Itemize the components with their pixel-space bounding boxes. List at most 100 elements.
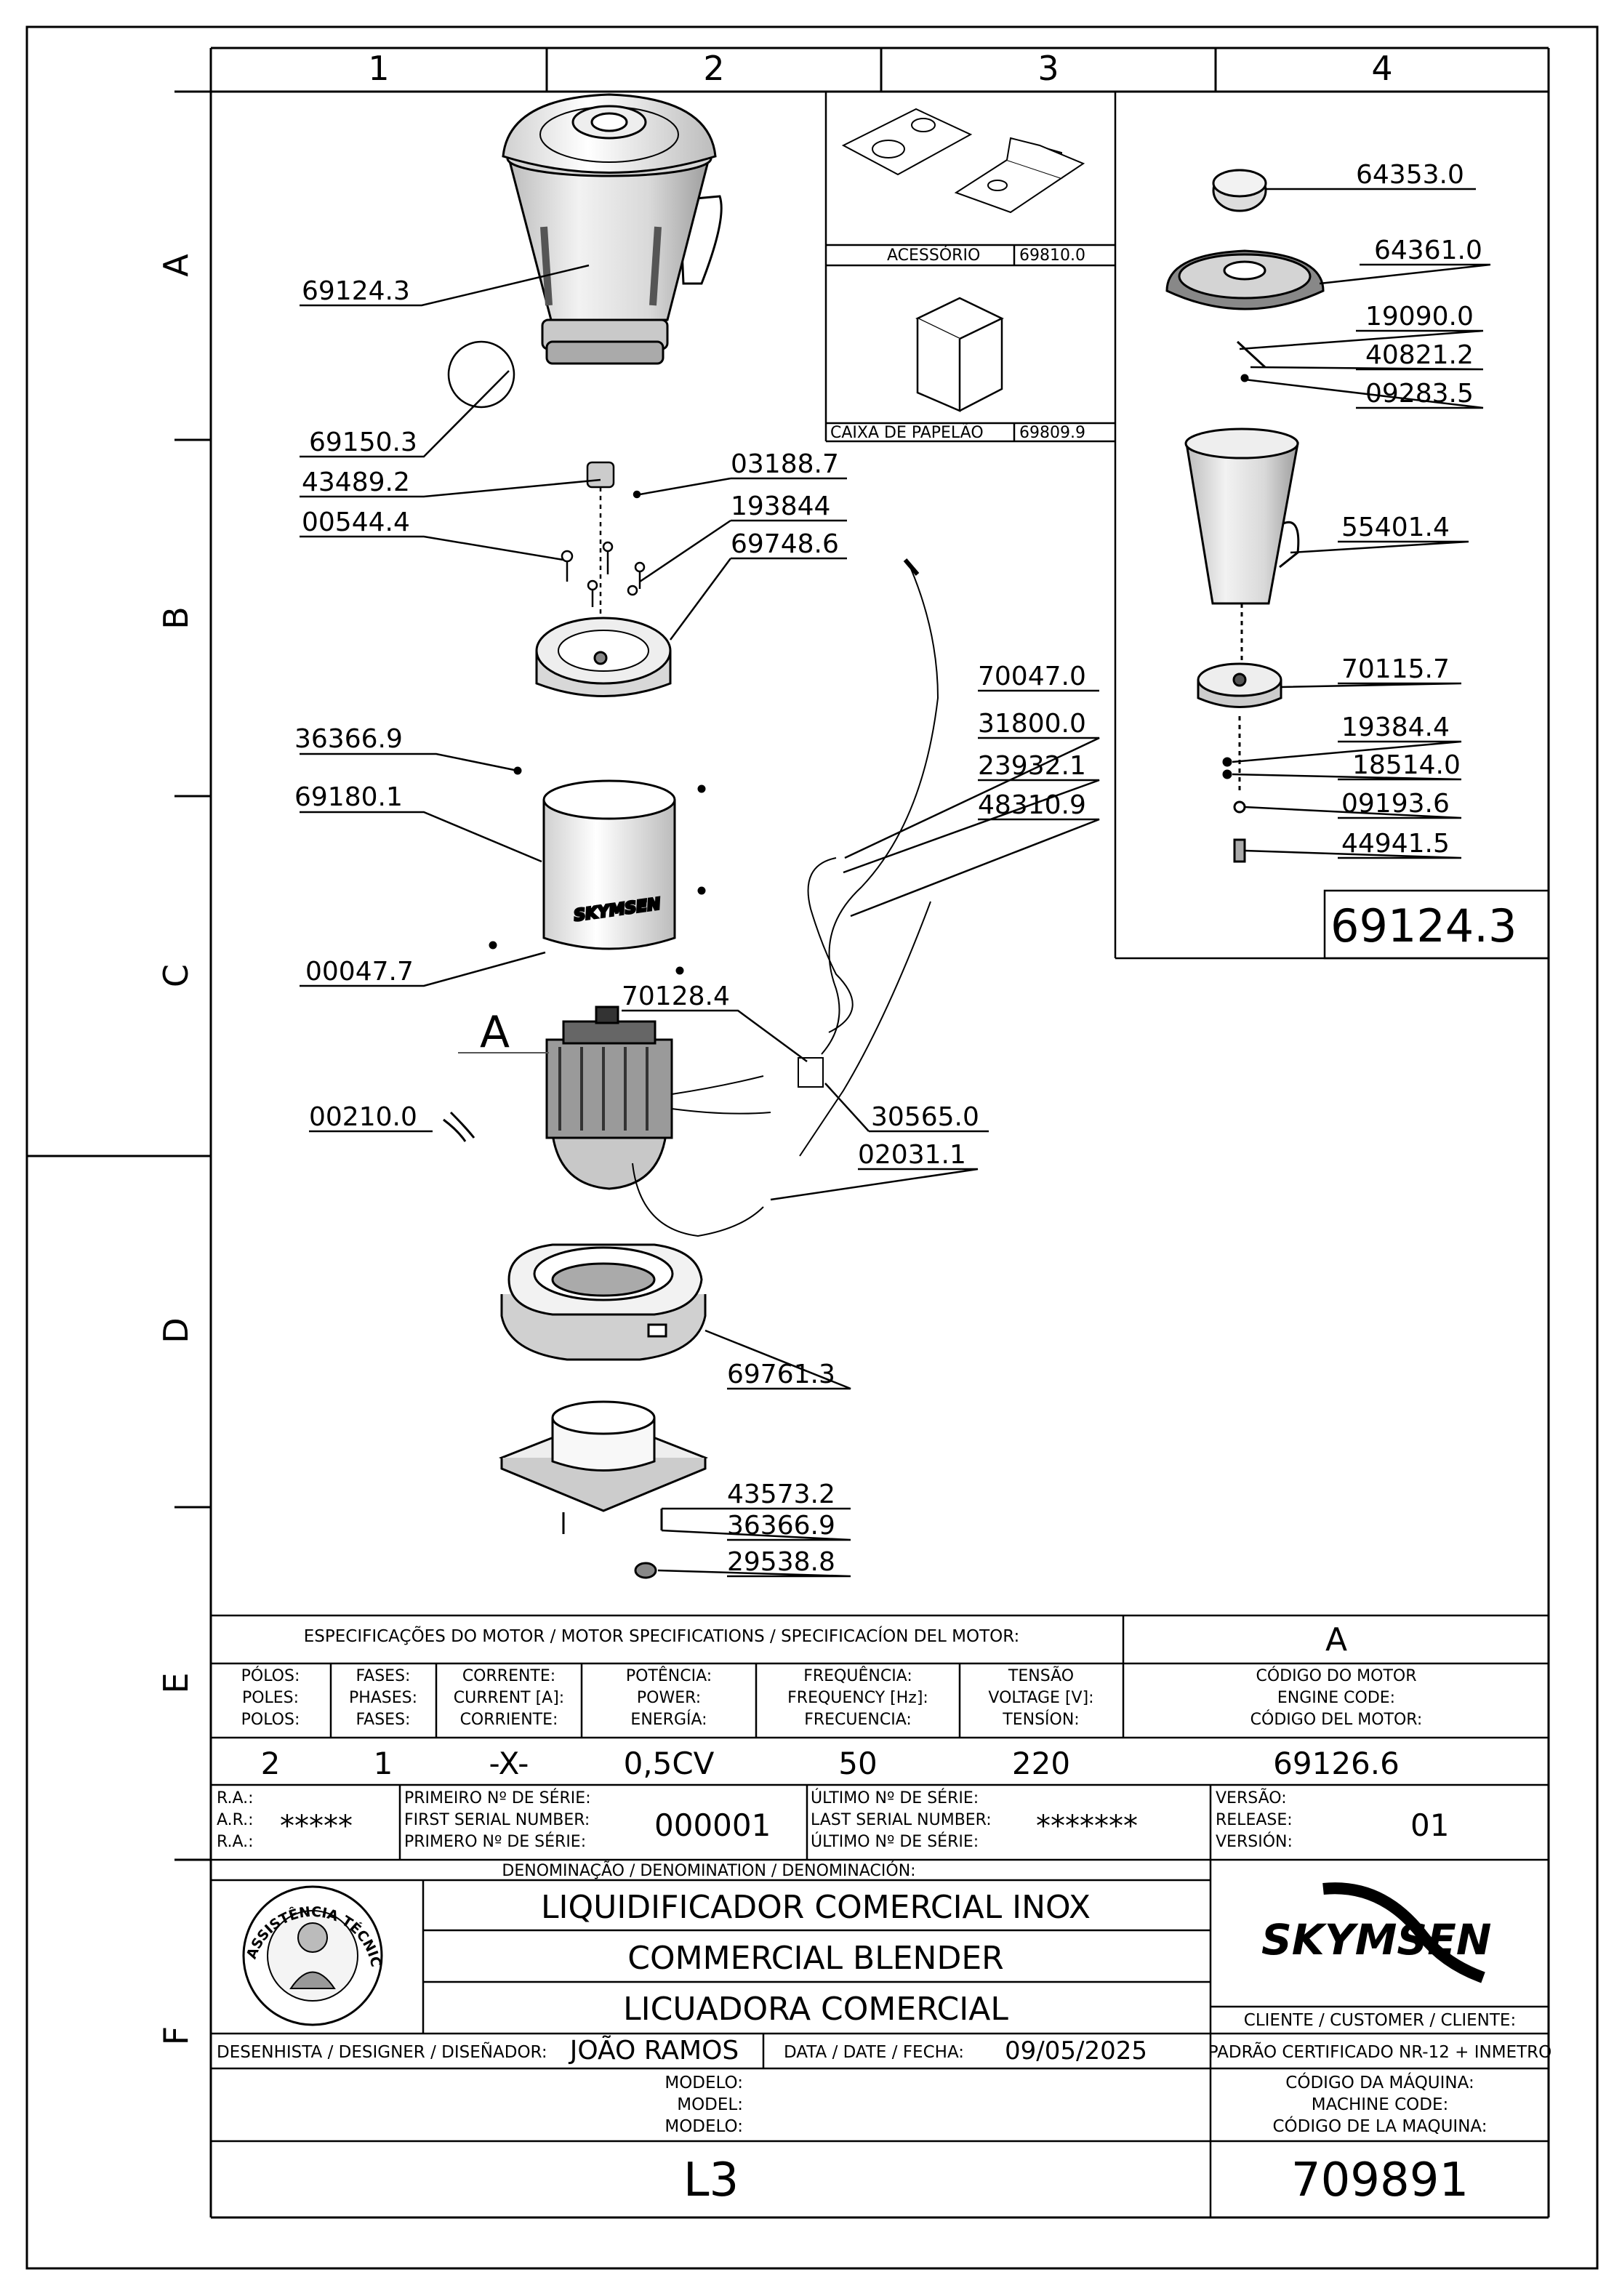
- accessory-labels: ACESSÓRIO 69810.0 CAIXA DE PAPELÃO 69809…: [830, 246, 1085, 442]
- first-serial-label: PRIMERO Nº DE SÉRIE:: [404, 1832, 586, 1851]
- spec-label: FASES:: [356, 1667, 411, 1685]
- detail-callout-a: A: [458, 1007, 549, 1058]
- leader-lines: [300, 188, 1491, 1578]
- spec-value: 50: [838, 1746, 877, 1781]
- model-label: MODEL:: [677, 2095, 743, 2114]
- zone-col-3: 3: [1037, 49, 1059, 88]
- spec-label: PÓLOS:: [241, 1666, 300, 1685]
- zone-row-f: F: [156, 2026, 196, 2045]
- part-label: 30565.0: [871, 1102, 979, 1132]
- part-label: 48310.9: [978, 790, 1086, 820]
- accessory-label: ACESSÓRIO: [887, 246, 980, 265]
- ra-value: *****: [280, 1810, 353, 1843]
- detail-a-jar: [1165, 169, 1325, 863]
- serial-row: R.A.: A.R.: R.A.: ***** PRIMEIRO Nº DE S…: [217, 1788, 1449, 1851]
- denomination-en: COMMERCIAL BLENDER: [627, 1940, 1003, 1977]
- part-label: 23932.1: [978, 751, 1086, 781]
- part-label: 70128.4: [622, 982, 730, 1011]
- denomination-es: LICUADORA COMERCIAL: [623, 1991, 1008, 2028]
- part-label: 64353.0: [1356, 160, 1464, 190]
- cable-clip: [443, 1111, 475, 1142]
- accessory-plate-sketch: [841, 108, 1085, 214]
- part-label: 44941.5: [1341, 829, 1450, 859]
- brand-logo-text: SKYMSEN: [1261, 1915, 1491, 1964]
- designer-label: DESENHISTA / DESIGNER / DISEÑADOR:: [217, 2042, 547, 2062]
- spec-label: POLES:: [242, 1689, 299, 1707]
- part-label: 19384.4: [1341, 713, 1450, 742]
- spec-label: TENSÃO: [1008, 1666, 1074, 1685]
- spec-label: POWER:: [637, 1689, 701, 1707]
- title-block-text: CLIENTE / CUSTOMER / CLIENTE: DESENHISTA…: [217, 2011, 1551, 2207]
- part-label: 31800.0: [978, 709, 1086, 739]
- date-value: 09/05/2025: [1005, 2036, 1147, 2066]
- spec-version-header: A: [1325, 1621, 1347, 1658]
- box-code: 69809.9: [1019, 424, 1085, 442]
- spec-label: CURRENT [A]:: [454, 1689, 564, 1707]
- denomination-pt: LIQUIDIFICADOR COMERCIAL INOX: [541, 1889, 1091, 1926]
- accessory-code: 69810.0: [1019, 246, 1085, 265]
- machine-code-label: MACHINE CODE:: [1312, 2095, 1449, 2114]
- last-serial-label: LAST SERIAL NUMBER:: [811, 1811, 992, 1829]
- version-label: VERSÃO:: [1216, 1788, 1287, 1807]
- motor-code-label: ENGINE CODE:: [1277, 1689, 1395, 1707]
- spec-label: FRECUENCIA:: [804, 1711, 912, 1729]
- spec-label: FREQUENCY [Hz]:: [787, 1689, 928, 1707]
- spec-label: CORRENTE:: [462, 1667, 555, 1685]
- zone-row-d: D: [156, 1317, 196, 1343]
- motor-code-label: CÓDIGO DO MOTOR: [1256, 1666, 1416, 1685]
- zone-col-1: 1: [368, 49, 389, 88]
- denomination-block: DENOMINAÇÃO / DENOMINATION / DENOMINACIÓ…: [502, 1861, 1091, 2028]
- spec-label: PHASES:: [349, 1689, 417, 1707]
- zone-row-c: C: [156, 964, 196, 987]
- base-housing: [500, 1243, 707, 1361]
- drawing-frame: [25, 25, 1599, 2270]
- spec-value: -X-: [489, 1746, 529, 1781]
- spec-label: FASES:: [356, 1711, 411, 1729]
- model-label: MODELO:: [665, 2117, 743, 2136]
- part-label: 69124.3: [302, 276, 410, 306]
- part-label: 69761.3: [727, 1360, 835, 1389]
- last-serial-label: ÚLTIMO Nº DE SÉRIE:: [811, 1789, 979, 1807]
- accessory-panel: [824, 92, 1550, 960]
- part-label: 00210.0: [309, 1102, 417, 1132]
- spec-label: VOLTAGE [V]:: [988, 1689, 1093, 1707]
- brand-logo: SKYMSEN: [1261, 1882, 1491, 1983]
- date-label: DATA / DATE / FECHA:: [784, 2043, 964, 2062]
- bottom-plate: [498, 1400, 709, 1579]
- spec-value: 0,5CV: [624, 1746, 715, 1781]
- last-serial-value: *******: [1036, 1810, 1138, 1843]
- spec-label: POLOS:: [241, 1711, 300, 1729]
- part-label: 09193.6: [1341, 789, 1450, 819]
- spec-header: ESPECIFICAÇÕES DO MOTOR / MOTOR SPECIFIC…: [304, 1625, 1020, 1646]
- machine-code-label: CÓDIGO DA MÁQUINA:: [1285, 2072, 1474, 2092]
- motor-code-label: CÓDIGO DEL MOTOR:: [1250, 1710, 1423, 1729]
- spec-value: 220: [1012, 1746, 1070, 1781]
- part-label: 00544.4: [302, 507, 410, 537]
- jar-seal: [447, 340, 515, 409]
- spec-value: 1: [374, 1746, 393, 1781]
- spec-table-lines: [211, 1614, 1549, 2217]
- part-label: 70115.7: [1341, 654, 1450, 684]
- part-label: 00047.7: [305, 957, 414, 987]
- zone-col-2: 2: [703, 49, 724, 88]
- designer-name: JOÃO RAMOS: [569, 2035, 739, 2066]
- version-value: 01: [1410, 1807, 1449, 1843]
- version-label: VERSIÓN:: [1216, 1832, 1293, 1851]
- box-sketch: [915, 297, 1004, 412]
- detail-part-number: 69124.3: [1330, 899, 1517, 952]
- version-label: RELEASE:: [1216, 1811, 1293, 1829]
- zone-row-a: A: [156, 254, 196, 277]
- zone-rows: A B C D E F: [156, 254, 196, 2046]
- part-label: 18514.0: [1352, 750, 1461, 780]
- ra-label: R.A.:: [217, 1833, 254, 1851]
- part-label: 43489.2: [302, 467, 410, 497]
- motor-top-plate: [535, 617, 672, 697]
- ra-label: A.R.:: [217, 1811, 254, 1829]
- spec-label: FREQUÊNCIA:: [803, 1666, 912, 1685]
- part-label: 70047.0: [978, 662, 1086, 691]
- client-label: CLIENTE / CUSTOMER / CLIENTE:: [1244, 2011, 1516, 2030]
- part-label: 55401.4: [1341, 513, 1450, 542]
- part-label: 40821.2: [1365, 340, 1474, 370]
- first-serial-label: PRIMEIRO Nº DE SÉRIE:: [404, 1789, 591, 1807]
